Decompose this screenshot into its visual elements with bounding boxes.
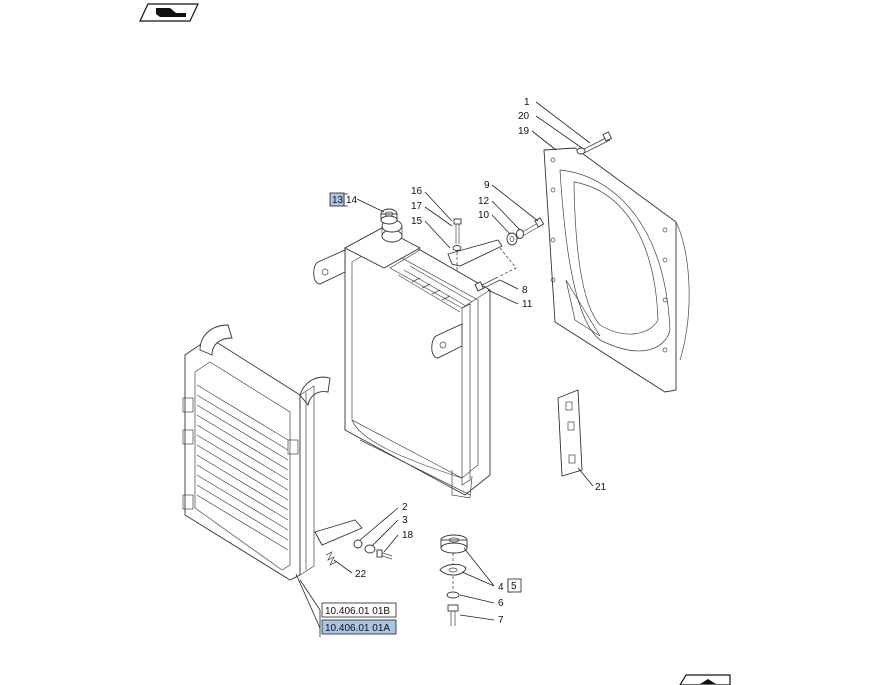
side-bolt	[474, 276, 501, 292]
callout-19: 19	[518, 126, 530, 137]
callout-13-box[interactable]: 13	[329, 192, 345, 207]
nav-up-icon[interactable]	[679, 674, 731, 685]
callout-12: 12	[478, 196, 490, 207]
callout-13: 13	[332, 195, 344, 206]
callout-7: 7	[498, 615, 504, 626]
callout-15: 15	[411, 216, 423, 227]
radiator	[313, 219, 491, 499]
fan-shroud	[543, 147, 690, 393]
callout-14: 14	[346, 195, 358, 206]
nav-arrow-icon[interactable]	[139, 3, 199, 22]
callout-11: 11	[522, 299, 533, 310]
callout-4: 4	[498, 582, 504, 593]
reference-b-text: 10.406.01 01B	[325, 606, 390, 617]
seal-plate	[557, 389, 583, 477]
callout-3: 3	[402, 515, 408, 526]
callout-5: 5	[511, 581, 517, 592]
rubber-mount	[439, 534, 468, 626]
top-bracket	[447, 218, 517, 277]
reference-link-a[interactable]: 10.406.01 01A	[321, 619, 397, 635]
lower-bracket	[314, 519, 393, 560]
spring-clip	[325, 551, 337, 566]
callout-21: 21	[595, 482, 607, 493]
callout-2: 2	[402, 502, 408, 513]
leader-lines	[295, 101, 594, 637]
callout-10: 10	[478, 210, 490, 221]
reference-link-b[interactable]: 10.406.01 01B	[321, 602, 397, 618]
callout-1: 1	[524, 97, 530, 108]
callout-5-box[interactable]: 5	[507, 578, 522, 593]
callout-8: 8	[522, 285, 528, 296]
callout-6: 6	[498, 598, 504, 609]
callout-22: 22	[355, 569, 367, 580]
shroud-bolt	[576, 131, 613, 155]
callout-18: 18	[402, 530, 414, 541]
bracket-fasteners	[506, 217, 545, 246]
callout-20: 20	[518, 111, 530, 122]
reference-a-text: 10.406.01 01A	[325, 623, 390, 634]
intercooler-condenser	[182, 324, 331, 581]
callout-16: 16	[411, 186, 423, 197]
callout-9: 9	[484, 180, 490, 191]
callout-17: 17	[411, 201, 423, 212]
radiator-cap	[380, 208, 398, 225]
